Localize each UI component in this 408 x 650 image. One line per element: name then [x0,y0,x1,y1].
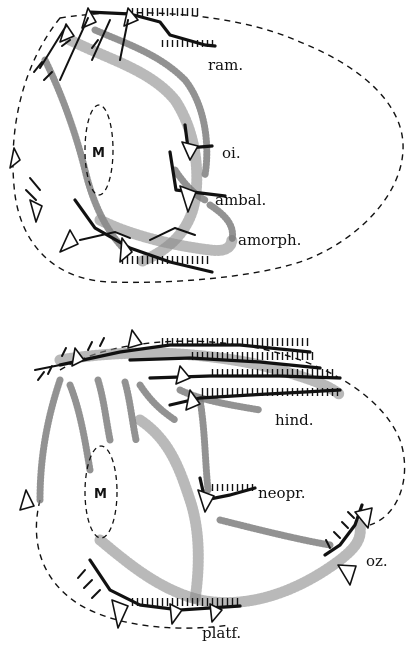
bottom-left-cusp [20,490,34,510]
label-hind: hind. [275,411,314,429]
label-amorph: amorph. [238,231,301,249]
top-mouth-label: M [92,146,105,161]
top-left-cusp [10,148,20,168]
top-apparatus: M ram. oi. ambal. amorph. [10,8,403,282]
bottom-apparatus: M hind. neopr. oz. platf. [20,330,405,642]
label-oz: oz. [366,552,388,570]
label-oi: oi. [222,144,241,162]
bottom-mouth-label: M [94,487,107,502]
label-neopr: neopr. [258,484,305,502]
label-ram: ram. [208,56,243,74]
label-ambal: ambal. [215,191,266,209]
label-platf: platf. [202,624,241,642]
